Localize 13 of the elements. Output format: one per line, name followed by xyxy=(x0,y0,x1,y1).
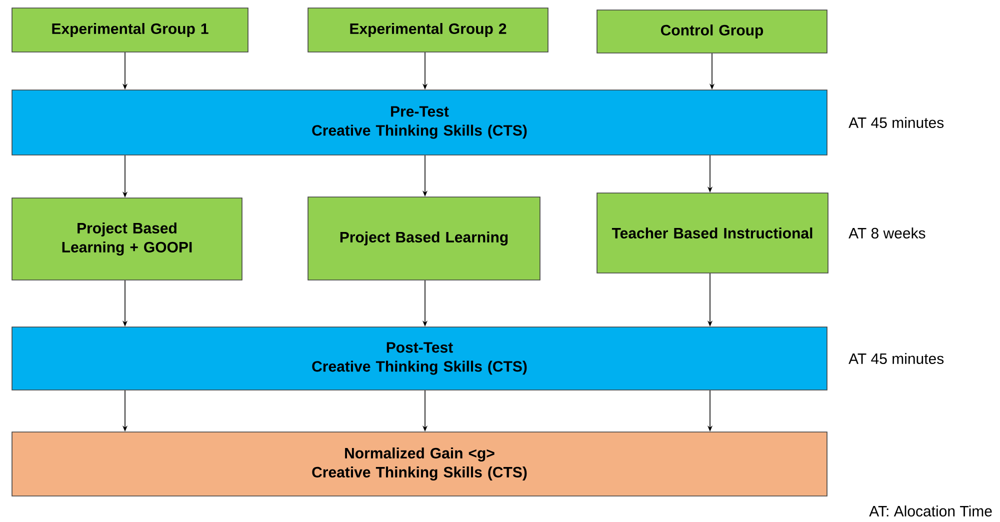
group-box: Experimental Group 1 xyxy=(12,8,248,52)
time-note: AT 45 minutes xyxy=(848,117,944,128)
time-note: AT 8 weeks xyxy=(848,228,926,238)
result-band: Normalized Gain <g> Creative Thinking Skills (CTS) xyxy=(12,432,828,496)
note: AT: Alocation Time xyxy=(869,506,992,516)
test-band: Pre-Test Creative Thinking Skills (CTS) xyxy=(12,90,828,156)
test-band: Post-Test Creative Thinking Skills (CTS) xyxy=(12,326,828,390)
group-box: Experimental Group 2 xyxy=(308,8,548,52)
group-box: Control Group xyxy=(596,10,828,54)
treatment-box: Project Based Learning + GOOPI xyxy=(12,198,242,280)
treatment-box: Teacher Based Instructional xyxy=(596,192,828,274)
time-note: AT 45 minutes xyxy=(848,353,944,364)
treatment-box: Project Based Learning xyxy=(308,196,540,280)
